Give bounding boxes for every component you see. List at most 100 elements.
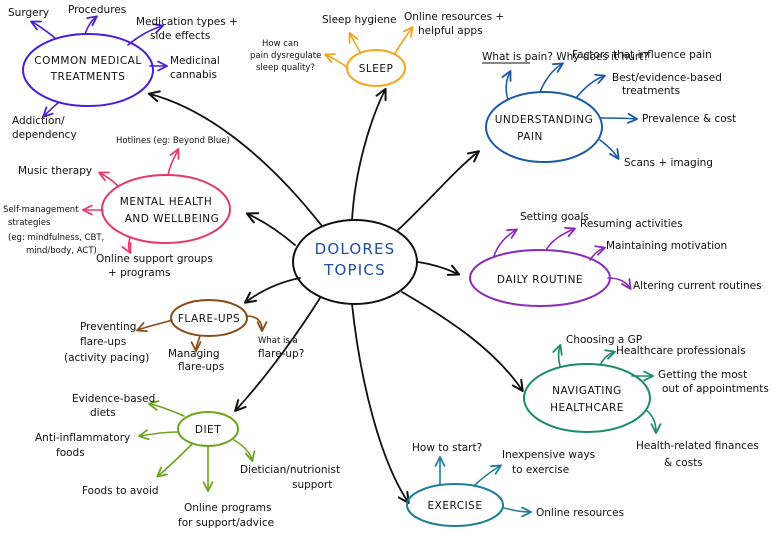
exercise-leaf-online: Online resources bbox=[536, 507, 624, 519]
sleep-title: SLEEP bbox=[359, 63, 394, 75]
pain-leaf-best-2: treatments bbox=[622, 85, 680, 97]
branch-to-mental bbox=[245, 212, 296, 246]
node-healthcare: NAVIGATING HEALTHCARE Choosing a GP Heal… bbox=[523, 334, 769, 469]
healthcare-leaf-getting-2: out of appointments bbox=[662, 383, 769, 395]
branch-to-routine bbox=[417, 261, 461, 276]
flare-leaf-what-2: flare-up? bbox=[258, 348, 304, 360]
node-mental: MENTAL HEALTH AND WELLBEING Hotlines (eg… bbox=[3, 136, 231, 279]
routine-leaf-altering: Altering current routines bbox=[633, 280, 762, 292]
medical-arrow-procedures bbox=[84, 15, 98, 35]
mental-leaf-hotlines: Hotlines (eg: Beyond Blue) bbox=[116, 136, 230, 146]
flare-arrow-what bbox=[245, 315, 268, 333]
flare-ellipse bbox=[170, 299, 248, 337]
sleep-arrow-online bbox=[394, 26, 414, 55]
branch-to-healthcare bbox=[401, 291, 524, 393]
mental-leaf-self-3: (eg: mindfulness, CBT, bbox=[8, 233, 104, 243]
sleep-leaf-online-2: helpful apps bbox=[418, 25, 483, 37]
diet-leaf-dietician-1: Dietician/nutrionist bbox=[240, 464, 340, 476]
medical-arrow-medication bbox=[127, 23, 164, 46]
routine-title: DAILY ROUTINE bbox=[497, 274, 583, 286]
pain-arrow-best bbox=[575, 73, 606, 99]
sleep-leaf-hygiene: Sleep hygiene bbox=[322, 14, 397, 26]
branch-to-exercise bbox=[351, 303, 410, 505]
branch-to-sleep bbox=[351, 87, 387, 221]
mental-leaf-self-2: strategies bbox=[8, 218, 51, 228]
diet-arrow-anti bbox=[137, 429, 179, 441]
medical-leaf-addiction-1: Addiction/ bbox=[12, 115, 65, 127]
exercise-title: EXERCISE bbox=[428, 500, 483, 512]
diet-title: DIET bbox=[195, 424, 221, 436]
pain-leaf-prevalence: Prevalence & cost bbox=[642, 113, 736, 125]
pain-arrow-scans bbox=[599, 139, 620, 160]
mental-title-line2: AND WELLBEING bbox=[125, 213, 220, 225]
medical-ellipse bbox=[22, 33, 154, 107]
routine-leaf-goals: Setting goals bbox=[520, 211, 589, 223]
mental-leaf-self-1: Self-management bbox=[3, 205, 79, 215]
flare-leaf-managing-1: Managing bbox=[168, 348, 220, 360]
exercise-leaf-start: How to start? bbox=[412, 442, 482, 454]
diet-leaf-avoid: Foods to avoid bbox=[82, 485, 159, 497]
mental-leaf-music: Music therapy bbox=[18, 165, 92, 177]
medical-arrow-surgery bbox=[30, 20, 56, 39]
branch-to-pain bbox=[397, 150, 481, 231]
flare-arrow-preventing bbox=[136, 319, 173, 333]
sleep-leaf-dysregulate-1: How can bbox=[262, 39, 299, 49]
flare-leaf-preventing-1: Preventing bbox=[80, 321, 136, 333]
diet-leaf-evidence-1: Evidence-based bbox=[72, 393, 155, 405]
diet-leaf-online-2: for support/advice bbox=[178, 517, 274, 529]
diet-arrow-dietician bbox=[233, 439, 256, 462]
routine-arrow-motivation bbox=[589, 245, 606, 261]
center-node: DOLORES TOPICS bbox=[292, 219, 418, 305]
mental-arrow-online bbox=[121, 237, 132, 254]
flare-leaf-preventing-3: (activity pacing) bbox=[64, 352, 149, 364]
pain-arrow-what bbox=[501, 70, 512, 101]
healthcare-arrow-professionals bbox=[599, 349, 616, 366]
routine-arrow-goals bbox=[493, 228, 518, 257]
pain-ellipse bbox=[485, 91, 603, 163]
center-title-line1: DOLORES bbox=[315, 240, 396, 258]
flare-leaf-what-1: What is a bbox=[258, 336, 298, 346]
diet-leaf-anti-2: foods bbox=[56, 447, 85, 459]
diet-leaf-anti-1: Anti-inflammatory bbox=[35, 432, 130, 444]
medical-leaf-medication-1: Medication types + bbox=[136, 16, 238, 28]
exercise-ellipse bbox=[406, 483, 504, 527]
node-sleep: SLEEP Sleep hygiene Online resources + h… bbox=[250, 11, 504, 87]
sleep-arrow-dysregulate bbox=[324, 53, 349, 69]
healthcare-leaf-getting-1: Getting the most bbox=[658, 369, 747, 381]
medical-leaf-procedures: Procedures bbox=[68, 4, 126, 16]
pain-title-line2: PAIN bbox=[517, 131, 543, 143]
node-medical: COMMON MEDICAL TREATMENTS Surgery Proced… bbox=[8, 4, 238, 141]
node-flare: FLARE-UPS Preventing flare-ups (activity… bbox=[64, 299, 304, 373]
medical-title-line2: TREATMENTS bbox=[50, 71, 126, 83]
healthcare-leaf-gp: Choosing a GP bbox=[566, 334, 642, 346]
exercise-arrow-inexpensive bbox=[473, 464, 502, 487]
diet-arrow-avoid bbox=[156, 443, 193, 478]
center-ellipse bbox=[292, 219, 418, 305]
diet-leaf-evidence-2: diets bbox=[90, 407, 116, 419]
sleep-leaf-dysregulate-2: pain dysregulate bbox=[250, 51, 321, 61]
mental-leaf-online-2: + programs bbox=[108, 267, 170, 279]
node-diet: DIET Evidence-based diets Anti-inflammat… bbox=[35, 393, 340, 529]
routine-leaf-motivation: Maintaining motivation bbox=[606, 240, 727, 252]
medical-arrow-addiction bbox=[42, 102, 59, 118]
healthcare-title-line2: HEALTHCARE bbox=[550, 402, 624, 414]
healthcare-ellipse bbox=[523, 363, 651, 433]
medical-leaf-surgery: Surgery bbox=[8, 7, 49, 19]
exercise-leaf-inexpensive-2: to exercise bbox=[512, 464, 569, 476]
diet-leaf-dietician-2: support bbox=[292, 479, 332, 491]
flare-arrow-managing bbox=[190, 335, 202, 353]
mental-leaf-self-4: mind/body, ACT) bbox=[26, 246, 97, 256]
pain-leaf-scans: Scans + imaging bbox=[624, 157, 713, 169]
diet-leaf-online-1: Online programs bbox=[184, 502, 272, 514]
mental-leaf-online-1: Online support groups bbox=[96, 253, 213, 265]
routine-arrow-altering bbox=[607, 277, 632, 290]
pain-arrow-prevalence bbox=[600, 112, 639, 124]
exercise-arrow-online bbox=[503, 506, 533, 518]
medical-leaf-addiction-2: dependency bbox=[12, 129, 77, 141]
medical-leaf-medication-2: side effects bbox=[150, 30, 210, 42]
branch-to-flare bbox=[243, 277, 301, 304]
sleep-leaf-dysregulate-3: sleep quality? bbox=[256, 63, 315, 73]
flare-leaf-managing-2: flare-ups bbox=[178, 361, 224, 373]
